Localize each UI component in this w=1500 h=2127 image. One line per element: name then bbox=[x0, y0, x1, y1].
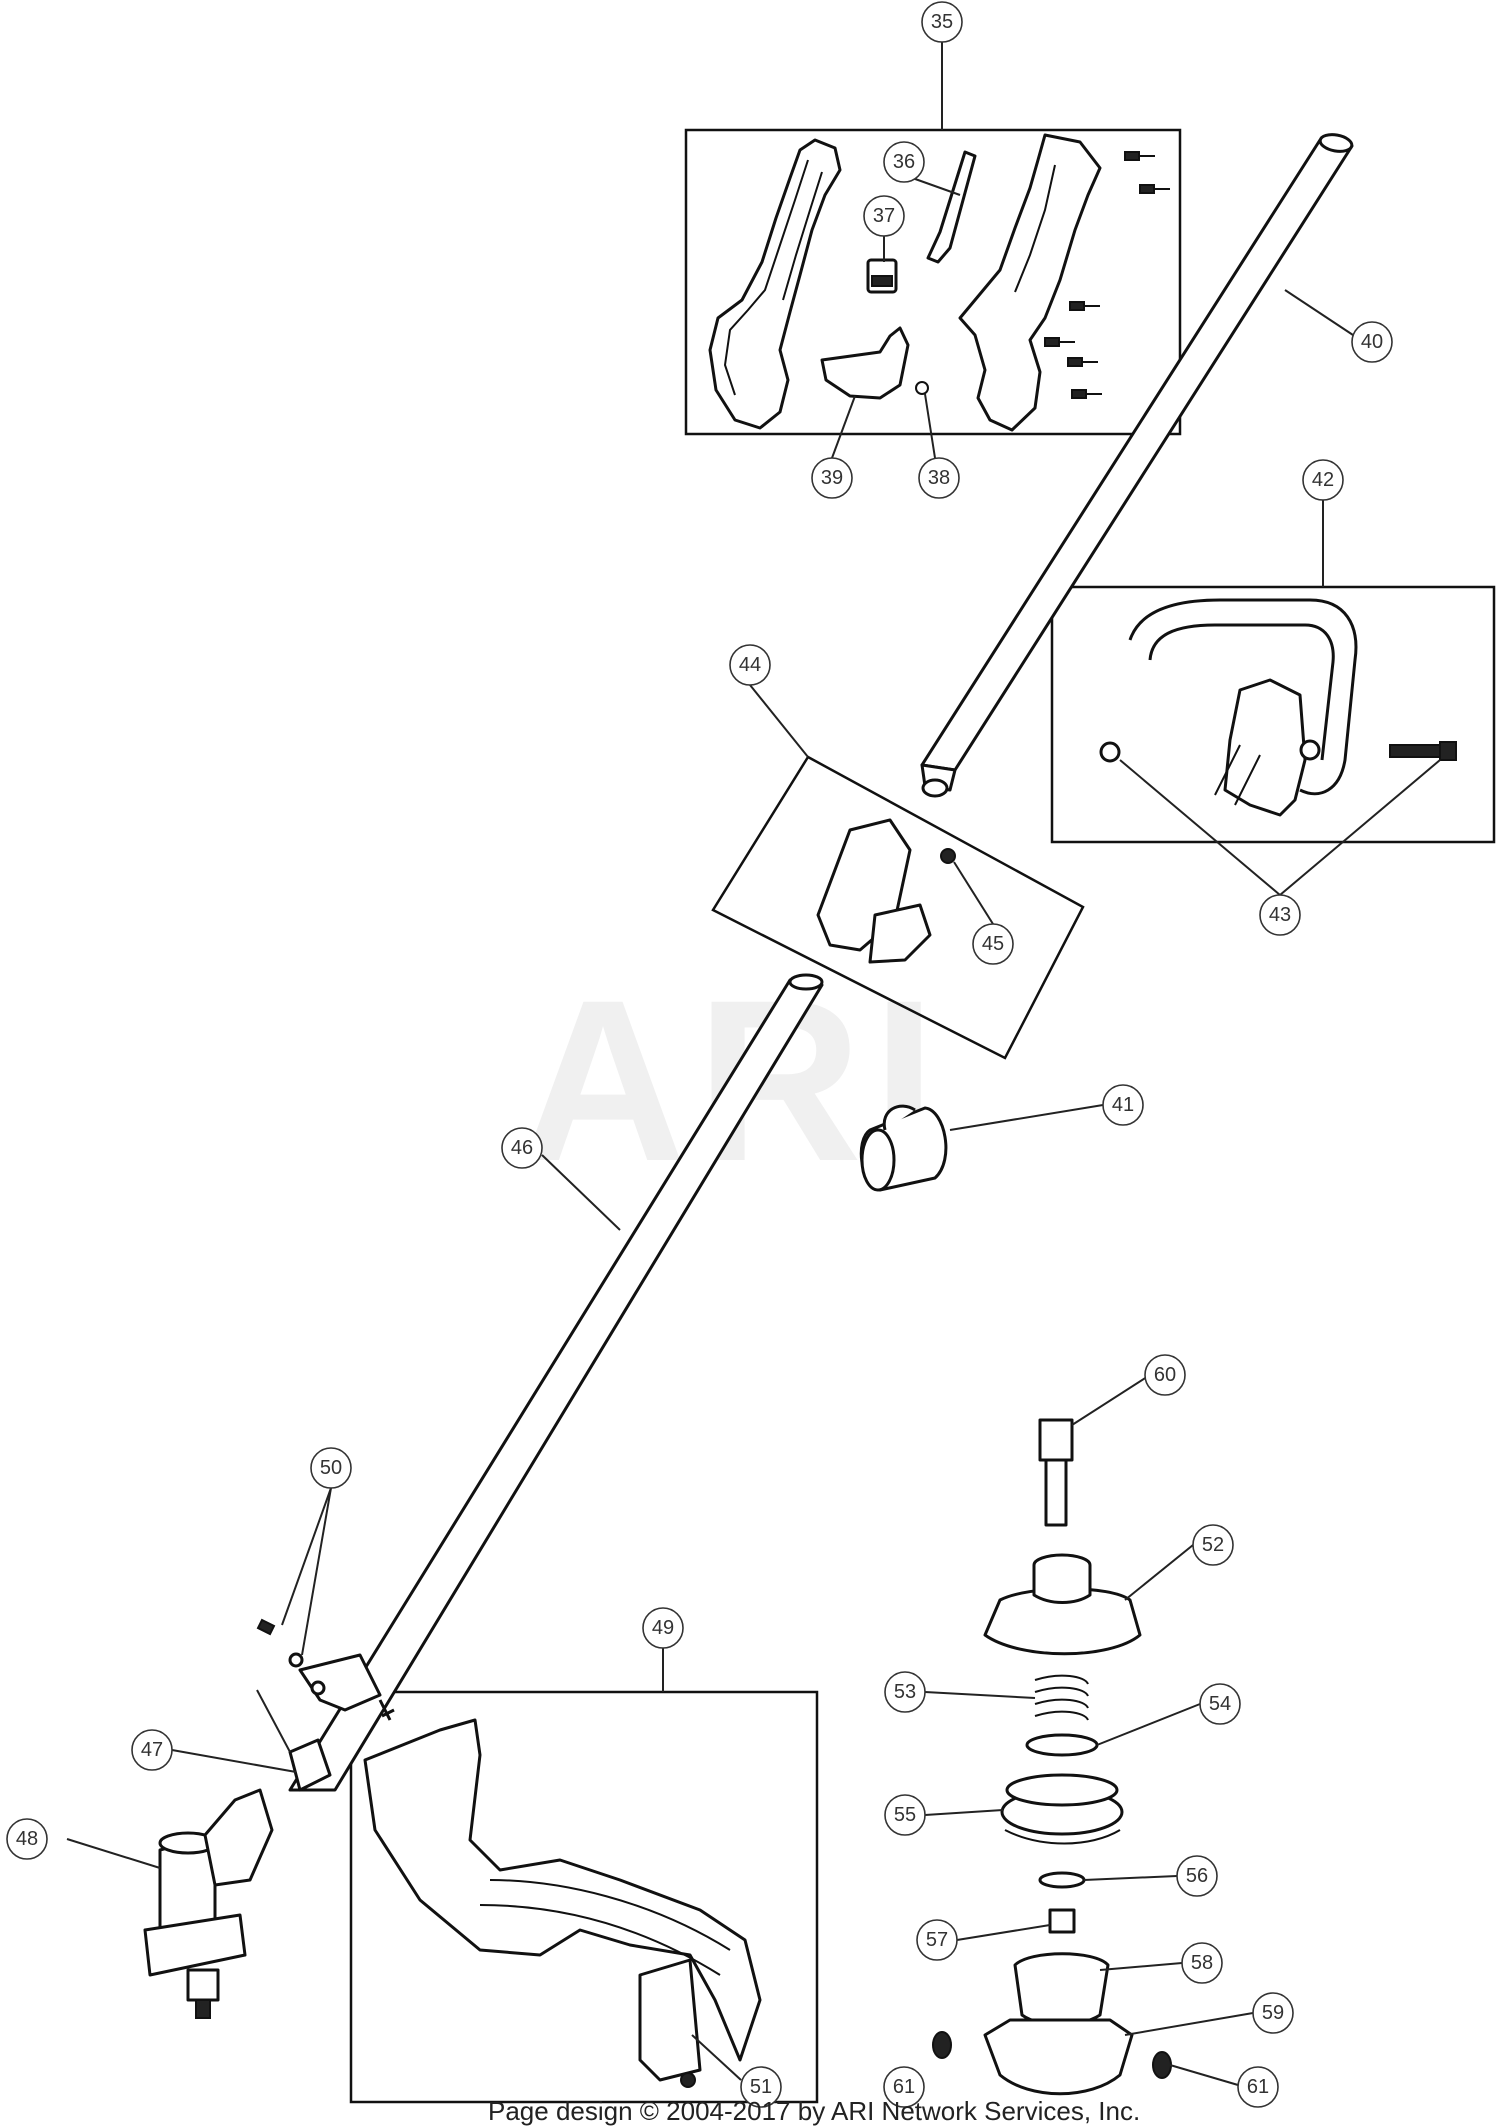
svg-text:47: 47 bbox=[141, 1739, 163, 1761]
callout-51: 51 bbox=[740, 2066, 782, 2108]
callout-60: 60 bbox=[1144, 1354, 1186, 1396]
svg-text:60: 60 bbox=[1154, 1364, 1176, 1386]
svg-text:46: 46 bbox=[511, 1137, 533, 1159]
callout-46: 46 bbox=[501, 1127, 543, 1169]
front-handle-frame bbox=[1050, 585, 1496, 844]
callout-61-right: 61 bbox=[1237, 2066, 1279, 2108]
svg-text:36: 36 bbox=[893, 151, 915, 173]
svg-text:40: 40 bbox=[1361, 331, 1383, 353]
coupler-frame bbox=[711, 755, 1085, 1060]
screw-part-43 bbox=[1099, 739, 1457, 763]
callout-40: 40 bbox=[1351, 321, 1393, 363]
callout-49: 49 bbox=[642, 1607, 684, 1649]
svg-text:56: 56 bbox=[1186, 1865, 1208, 1887]
svg-text:35: 35 bbox=[931, 11, 953, 33]
washer-part-56 bbox=[1038, 1871, 1086, 1889]
svg-text:61: 61 bbox=[1247, 2076, 1269, 2098]
eyelet-part-57 bbox=[1048, 1908, 1076, 1934]
bolt-part-60 bbox=[1038, 1418, 1074, 1527]
callout-45: 45 bbox=[972, 923, 1014, 965]
svg-text:48: 48 bbox=[16, 1828, 38, 1850]
callout-52: 52 bbox=[1192, 1524, 1234, 1566]
callout-35: 35 bbox=[921, 1, 963, 43]
svg-text:49: 49 bbox=[652, 1617, 674, 1639]
callout-57: 57 bbox=[916, 1919, 958, 1961]
callout-39: 39 bbox=[811, 457, 853, 499]
callout-55: 55 bbox=[884, 1794, 926, 1836]
handle-housing-right bbox=[958, 133, 1102, 432]
hub-part-58 bbox=[1013, 1952, 1110, 2027]
handle-assembly-frame bbox=[684, 128, 1182, 436]
svg-text:51: 51 bbox=[750, 2076, 772, 2098]
svg-text:38: 38 bbox=[928, 467, 950, 489]
svg-text:53: 53 bbox=[894, 1681, 916, 1703]
callout-36: 36 bbox=[883, 141, 925, 183]
svg-text:54: 54 bbox=[1209, 1693, 1231, 1715]
svg-text:58: 58 bbox=[1191, 1952, 1213, 1974]
callout-48: 48 bbox=[6, 1818, 48, 1860]
grommet-part-61-left bbox=[932, 2031, 952, 2059]
spring-part-53 bbox=[1034, 1674, 1089, 1721]
spring-part-38 bbox=[915, 381, 929, 395]
svg-text:45: 45 bbox=[982, 933, 1004, 955]
upper-shaft-part-40 bbox=[920, 133, 1354, 798]
spool-part-55 bbox=[1000, 1773, 1124, 1845]
svg-text:44: 44 bbox=[739, 654, 761, 676]
washer-part-54 bbox=[1025, 1733, 1099, 1757]
copyright-notice: Page design © 2004-2017 by ARI Network S… bbox=[488, 2096, 1140, 2126]
callout-42: 42 bbox=[1302, 459, 1344, 501]
leader-lines bbox=[66, 42, 1441, 2086]
shaft-end-part-47 bbox=[288, 1738, 332, 1792]
svg-text:52: 52 bbox=[1202, 1534, 1224, 1556]
spool-cover-part-52 bbox=[983, 1553, 1142, 1656]
svg-text:61: 61 bbox=[893, 2076, 915, 2098]
callout-44: 44 bbox=[729, 644, 771, 686]
svg-text:57: 57 bbox=[926, 1929, 948, 1951]
trigger-part-39 bbox=[820, 326, 910, 400]
guard-part-49 bbox=[363, 1699, 762, 2088]
callout-47: 47 bbox=[131, 1729, 173, 1771]
throttle-lockout-part-36 bbox=[926, 150, 977, 264]
svg-text:42: 42 bbox=[1312, 469, 1334, 491]
callout-59: 59 bbox=[1252, 1992, 1294, 2034]
bump-knob-part-59 bbox=[983, 2018, 1134, 2096]
callout-53: 53 bbox=[884, 1671, 926, 1713]
svg-text:41: 41 bbox=[1112, 1094, 1134, 1116]
handle-housing-left bbox=[708, 138, 842, 430]
svg-text:59: 59 bbox=[1262, 2002, 1284, 2024]
coupler-part-44 bbox=[816, 818, 932, 964]
callout-43: 43 bbox=[1259, 894, 1301, 936]
svg-text:39: 39 bbox=[821, 467, 843, 489]
lower-shaft-part-46 bbox=[288, 973, 824, 1792]
gearhead-part-48 bbox=[143, 1788, 274, 2019]
callout-50: 50 bbox=[310, 1447, 352, 1489]
callout-58: 58 bbox=[1181, 1942, 1223, 1984]
front-handle-part-42 bbox=[1128, 598, 1358, 817]
callout-37: 37 bbox=[863, 195, 905, 237]
screw-part-45 bbox=[940, 848, 956, 864]
screws-35 bbox=[1044, 151, 1170, 399]
svg-text:50: 50 bbox=[320, 1457, 342, 1479]
callout-56: 56 bbox=[1176, 1855, 1218, 1897]
callout-54: 54 bbox=[1199, 1683, 1241, 1725]
svg-text:43: 43 bbox=[1269, 904, 1291, 926]
clamp-part-50 bbox=[256, 1618, 382, 1712]
callout-41: 41 bbox=[1102, 1084, 1144, 1126]
guard-frame bbox=[349, 1690, 819, 2104]
svg-text:55: 55 bbox=[894, 1804, 916, 1826]
svg-text:37: 37 bbox=[873, 205, 895, 227]
grommet-part-61-right bbox=[1152, 2051, 1172, 2079]
switch-part-37 bbox=[866, 258, 898, 294]
shaft-coupler-part-41 bbox=[859, 1104, 948, 1192]
callout-38: 38 bbox=[918, 457, 960, 499]
callout-61-left: 61 bbox=[883, 2066, 925, 2108]
